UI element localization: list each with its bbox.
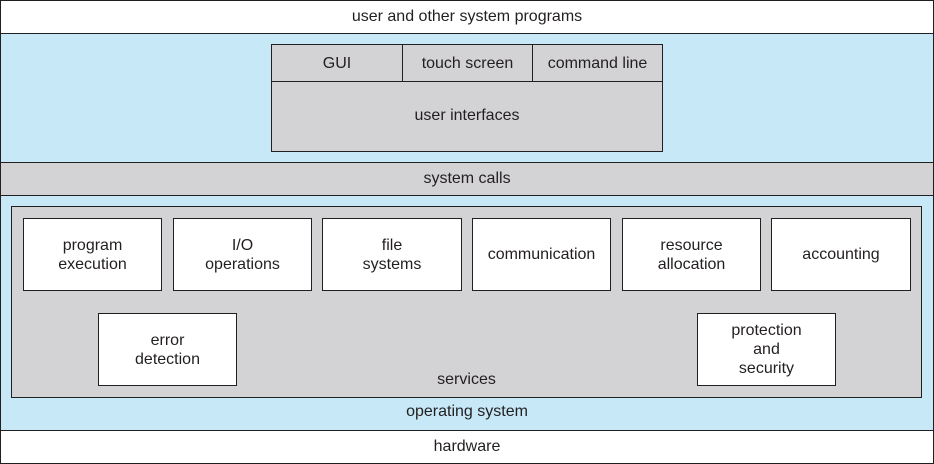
service-label-line: systems <box>362 255 422 273</box>
services-label: services <box>437 371 496 388</box>
system-calls-label: system calls <box>423 170 511 187</box>
service-label-line: execution <box>58 255 127 273</box>
service-label-line: and <box>753 341 780 358</box>
user-interfaces-label: user interfaces <box>414 107 520 124</box>
hardware-label: hardware <box>433 438 501 455</box>
ui-tab-gui-label: GUI <box>322 54 352 72</box>
service-label-line: allocation <box>657 255 726 273</box>
service-label-line: I/O <box>231 236 254 254</box>
service-accounting: accounting <box>771 218 911 291</box>
ui-tab-gui: GUI <box>271 44 403 82</box>
service-label-line: resource <box>660 236 723 254</box>
service-label-line: accounting <box>802 246 880 263</box>
ui-tab-touch-screen-label: touch screen <box>421 54 514 72</box>
user-interfaces-box <box>271 44 663 152</box>
service-label-line: security <box>738 360 795 377</box>
ui-tab-command-line-label: command line <box>547 54 648 72</box>
service-label-line: protection <box>731 322 802 339</box>
operating-system-label: operating system <box>406 403 528 420</box>
service-protection-security: protection and security <box>697 313 836 386</box>
user-programs-layer: user and other system programs <box>0 0 934 34</box>
ui-tab-touch-screen: touch screen <box>402 44 533 82</box>
hardware-layer: hardware <box>0 430 934 464</box>
system-calls-layer: system calls <box>0 162 934 196</box>
service-label-line: communication <box>487 246 596 263</box>
service-label-line: operations <box>205 255 280 273</box>
ui-tab-command-line: command line <box>532 44 663 82</box>
service-label-line: detection <box>135 350 200 368</box>
service-label-line: file <box>381 236 403 254</box>
user-programs-label: user and other system programs <box>351 8 583 25</box>
service-communication: communication <box>472 218 611 291</box>
service-label-line: program <box>62 236 123 254</box>
service-label-line: error <box>150 331 185 349</box>
